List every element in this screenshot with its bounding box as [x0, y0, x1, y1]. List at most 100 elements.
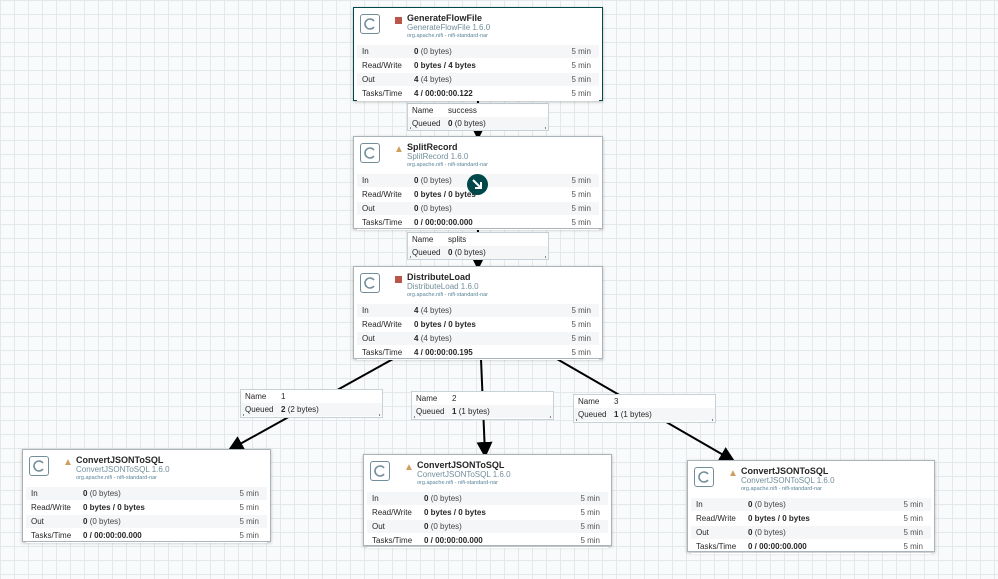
stat-time: 5 min [239, 489, 259, 498]
stat-time: 5 min [903, 542, 923, 551]
stat-count: 0 [414, 176, 419, 185]
stat-label: Out [696, 528, 709, 537]
stat-label: Tasks/Time [362, 348, 403, 357]
conn-queued-bytes: (1 bytes) [620, 410, 652, 419]
stat-count: 4 / 00:00:00.122 [414, 89, 473, 98]
stat-label: Out [362, 334, 375, 343]
stat-time: 5 min [580, 522, 600, 531]
conn-queued-bytes: (1 bytes) [458, 407, 490, 416]
stat-count: 0 bytes / 0 bytes [83, 503, 145, 512]
stat-time: 5 min [903, 528, 923, 537]
stat-time: 5 min [239, 517, 259, 526]
stat-time: 5 min [571, 348, 591, 357]
stopped-icon [395, 17, 402, 24]
conn-name: success [448, 106, 477, 115]
conn-name-label: Name [412, 106, 434, 115]
processor-bundle: org.apache.nifi - nifi-standard-nar [76, 475, 158, 481]
stat-count: 0 [414, 204, 419, 213]
stat-count: 4 [414, 334, 419, 343]
conn-queued-count: 1 [614, 410, 619, 419]
stat-time: 5 min [903, 514, 923, 523]
processor-convert-json-to-sql-1[interactable]: ▲ ConvertJSONToSQL ConvertJSONToSQL 1.6.… [22, 449, 271, 543]
stat-value: 4 / 00:00:00.122 [414, 89, 473, 98]
stat-row-readwrite: Read/Write 0 bytes / 0 bytes 5 min [357, 318, 599, 332]
processor-bundle: org.apache.nifi - nifi-standard-nar [417, 480, 499, 486]
conn-queued-bytes: (0 bytes) [454, 248, 486, 257]
backpressure-bar [243, 414, 380, 416]
conn-queued-label: Queued [245, 405, 274, 414]
stat-count: 0 [424, 494, 429, 503]
stat-time: 5 min [571, 204, 591, 213]
stat-count: 0 / 00:00:00.000 [414, 218, 473, 227]
stat-bytes: (0 bytes) [420, 204, 452, 213]
conn-name-label: Name [245, 392, 267, 401]
stat-value: 0 (0 bytes) [83, 517, 121, 526]
stat-count: 0 [748, 500, 753, 509]
stat-label: Tasks/Time [362, 218, 403, 227]
processor-type: ConvertJSONToSQL 1.6.0 [741, 476, 835, 485]
conn-queued-label: Queued [578, 410, 607, 419]
stat-bytes: (0 bytes) [430, 522, 462, 531]
processor-convert-json-to-sql-3[interactable]: ▲ ConvertJSONToSQL ConvertJSONToSQL 1.6.… [687, 460, 935, 554]
stat-count: 0 bytes / 0 bytes [414, 320, 476, 329]
stat-count: 4 [414, 306, 419, 315]
conn-queued-label: Queued [412, 248, 441, 257]
stat-value: 0 bytes / 0 bytes [424, 508, 486, 517]
connection-bend-icon[interactable] [467, 174, 488, 195]
stat-bytes: (4 bytes) [420, 306, 452, 315]
processor-type: ConvertJSONToSQL 1.6.0 [76, 465, 170, 474]
stat-count: 0 bytes / 4 bytes [414, 61, 476, 70]
stat-value: 0 (0 bytes) [83, 489, 121, 498]
conn-queued-bytes: (2 bytes) [287, 405, 319, 414]
stat-value: 0 (0 bytes) [748, 528, 786, 537]
stat-label: Tasks/Time [31, 531, 72, 540]
stat-label: Read/Write [372, 508, 412, 517]
backpressure-bar [410, 127, 546, 129]
processor-distribute-load[interactable]: DistributeLoad DistributeLoad 1.6.0 org.… [353, 266, 603, 360]
stat-time: 5 min [571, 320, 591, 329]
stat-label: Out [362, 75, 375, 84]
processor-bundle: org.apache.nifi - nifi-standard-nar [407, 292, 489, 298]
processor-type: ConvertJSONToSQL 1.6.0 [417, 470, 511, 479]
stat-label: Read/Write [362, 61, 402, 70]
stat-label: Read/Write [696, 514, 736, 523]
stat-value: 4 (4 bytes) [414, 306, 452, 315]
stat-value: 0 bytes / 0 bytes [748, 514, 810, 523]
conn-name: splits [448, 235, 467, 244]
stat-count: 0 [414, 47, 419, 56]
conn-queued-count: 0 [448, 119, 453, 128]
processor-generate-flowfile[interactable]: GenerateFlowFile GenerateFlowFile 1.6.0 … [353, 7, 603, 101]
stat-label: Read/Write [362, 320, 402, 329]
stat-label: In [362, 306, 369, 315]
conn-queued: 0 (0 bytes) [448, 248, 486, 257]
processor-convert-json-to-sql-2[interactable]: ▲ ConvertJSONToSQL ConvertJSONToSQL 1.6.… [363, 454, 612, 548]
stat-time: 5 min [571, 176, 591, 185]
stat-count: 0 / 00:00:00.000 [83, 531, 142, 540]
processor-title: ConvertJSONToSQL [741, 466, 829, 476]
stat-time: 5 min [580, 536, 600, 545]
stat-time: 5 min [571, 334, 591, 343]
stat-count: 0 [83, 489, 88, 498]
conn-name-label: Name [416, 394, 438, 403]
warning-icon: ▲ [404, 462, 414, 473]
stat-value: 4 (4 bytes) [414, 75, 452, 84]
stat-time: 5 min [239, 531, 259, 540]
stat-value: 0 (0 bytes) [424, 494, 462, 503]
stat-label: In [696, 500, 703, 509]
conn-name: 2 [452, 394, 457, 403]
stat-value: 0 / 00:00:00.000 [424, 536, 483, 545]
